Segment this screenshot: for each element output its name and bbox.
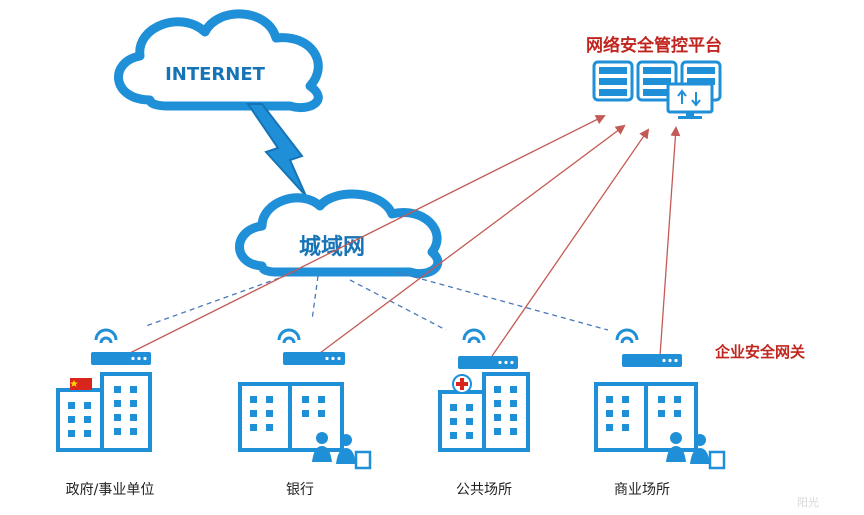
metro-cloud: 城域网 [235,189,443,278]
site-public: 公共场所 [438,328,530,498]
flag-icon [70,378,92,390]
site-government: 政府/事业单位 [56,328,155,498]
gateway-device [458,328,518,369]
medical-cross-icon [452,374,472,394]
site-label: 政府/事业单位 [66,482,155,498]
building-icon [438,372,530,452]
site-label: 银行 [286,482,314,498]
platform-title: 网络安全管控平台 [586,35,722,56]
gateway-device [277,328,345,365]
watermark: 阳光 [797,495,819,509]
monitor-icon [666,82,714,119]
building-icon [238,382,344,452]
people-icon [666,432,726,470]
platform-links [123,115,681,357]
metro-links [145,271,609,331]
site-commercial: 商业场所 [594,328,726,498]
internet-label: INTERNET [165,64,266,85]
lightning-icon [246,103,307,197]
platform-link [491,128,650,357]
platform-link [123,115,606,357]
building-icon [56,372,152,452]
metro-link [349,279,447,331]
metro-label: 城域网 [299,234,365,260]
site-label: 公共场所 [456,482,512,498]
platform-link [315,124,626,357]
metro-link [145,271,297,327]
gateway-device [615,328,682,367]
platform-link [659,126,681,357]
server-icon [592,60,634,102]
server-group [592,60,722,119]
site-label: 商业场所 [614,482,670,498]
people-icon [312,432,372,470]
gateway-label: 企业安全网关 [714,343,805,361]
metro-link [311,275,319,321]
metro-link [395,271,609,331]
gateway-device [91,328,151,365]
internet-cloud: INTERNET [114,9,323,113]
site-bank: 银行 [238,328,372,498]
